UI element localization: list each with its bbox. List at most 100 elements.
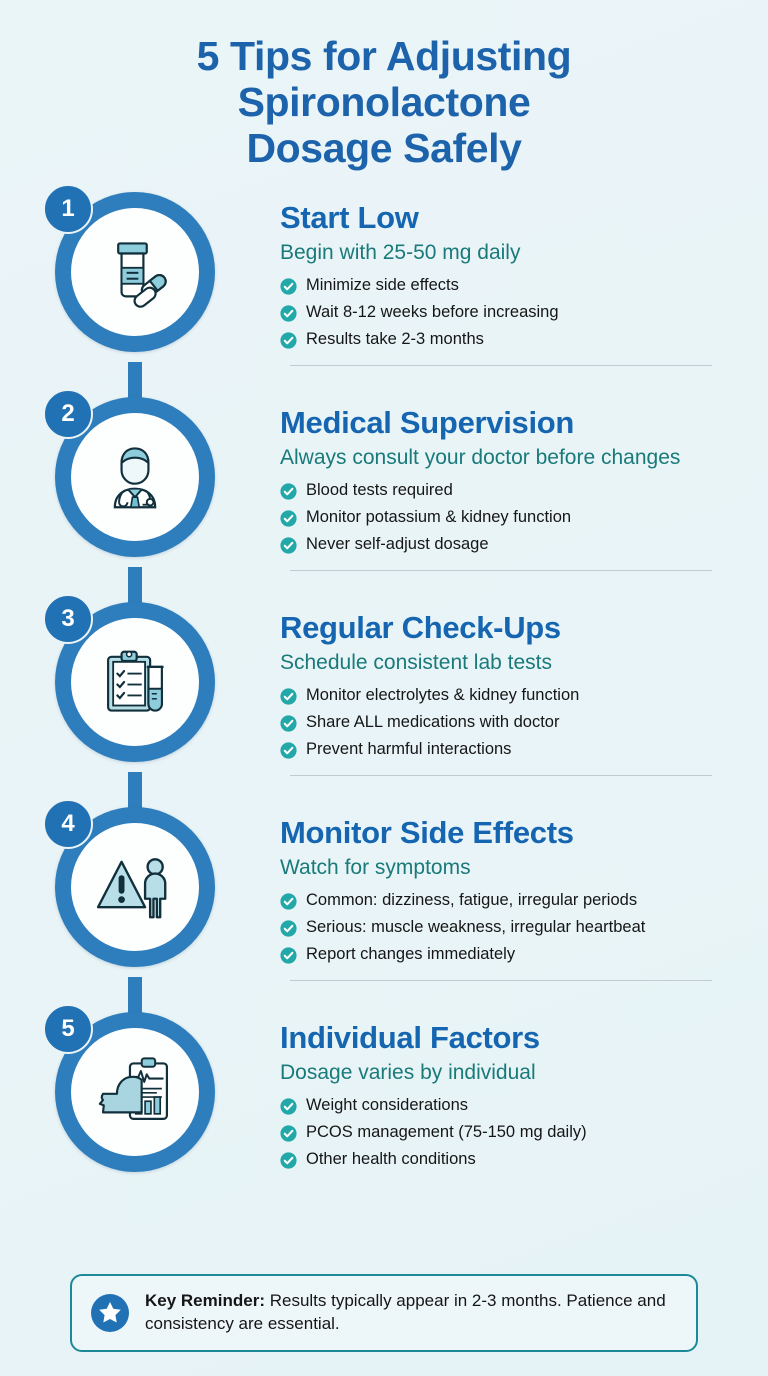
- step-subtitle: Always consult your doctor before change…: [280, 446, 681, 470]
- check-circle-icon: [280, 920, 297, 937]
- step-bullet-list: Monitor electrolytes & kidney function S…: [280, 684, 740, 762]
- step-rail: 4: [0, 798, 270, 1023]
- bullet-text: Weight considerations: [306, 1096, 469, 1115]
- list-item: Wait 8-12 weeks before increasing: [280, 301, 740, 325]
- bullet-text: Prevent harmful interactions: [306, 739, 512, 758]
- step-item: 3 Regular Check-Ups Schedule consistent …: [0, 593, 768, 818]
- step-icon-ring: 2: [43, 388, 215, 557]
- bullet-text: Blood tests required: [306, 481, 453, 500]
- steps-list: 1 Start Low Begin with 25-50 mg daily Mi…: [0, 183, 768, 1209]
- pill-bottle-icon: [71, 207, 199, 336]
- step-subtitle: Schedule consistent lab tests: [280, 651, 552, 675]
- check-circle-icon: [280, 947, 297, 964]
- bullet-text: Monitor electrolytes & kidney function: [306, 686, 580, 705]
- list-item: Serious: muscle weakness, irregular hear…: [280, 916, 740, 940]
- step-subtitle: Dosage varies by individual: [280, 1061, 536, 1085]
- list-item: Minimize side effects: [280, 274, 740, 298]
- bullet-text: Wait 8-12 weeks before increasing: [306, 302, 559, 321]
- check-circle-icon: [280, 715, 297, 732]
- step-icon-ring: 1: [43, 183, 215, 352]
- clipboard-testtube-icon: [71, 617, 199, 746]
- bullet-text: Results take 2-3 months: [306, 329, 484, 348]
- section-divider: [290, 364, 712, 366]
- bullet-text: Common: dizziness, fatigue, irregular pe…: [306, 891, 638, 910]
- section-divider: [290, 979, 712, 981]
- page-title: 5 Tips for Adjusting Spironolactone Dosa…: [0, 0, 768, 172]
- step-rail: 2: [0, 388, 270, 613]
- check-circle-icon: [280, 483, 297, 500]
- list-item: Monitor potassium & kidney function: [280, 506, 740, 530]
- step-number-badge: 2: [43, 388, 93, 439]
- arrow-connector-icon: [128, 976, 142, 1023]
- key-reminder-text: Key Reminder: Results typically appear i…: [145, 1290, 678, 1336]
- step-rail: 1: [0, 183, 270, 408]
- step-icon-ring: 5: [43, 1003, 215, 1172]
- step-number-badge: 3: [43, 593, 93, 644]
- step-bullet-list: Minimize side effects Wait 8-12 weeks be…: [280, 274, 740, 352]
- check-circle-icon: [280, 278, 297, 295]
- step-rail: 5: [0, 1003, 270, 1172]
- warning-person-icon: [71, 822, 199, 951]
- step-item: 1 Start Low Begin with 25-50 mg daily Mi…: [0, 183, 768, 408]
- step-icon-ring: 4: [43, 798, 215, 967]
- step-heading: Medical Supervision: [280, 404, 575, 440]
- check-circle-icon: [280, 332, 297, 349]
- bullet-text: Share ALL medications with doctor: [306, 712, 560, 731]
- key-reminder-banner: Key Reminder: Results typically appear i…: [70, 1274, 698, 1352]
- step-content: Regular Check-Ups Schedule consistent la…: [270, 594, 768, 776]
- section-divider: [290, 569, 712, 571]
- bullet-text: Other health conditions: [306, 1149, 476, 1168]
- doctor-icon: [71, 412, 199, 541]
- list-item: Prevent harmful interactions: [280, 738, 740, 762]
- bullet-text: PCOS management (75-150 mg daily): [306, 1122, 587, 1141]
- arrow-connector-icon: [128, 566, 142, 613]
- list-item: Weight considerations: [280, 1094, 740, 1118]
- star-icon: [90, 1293, 130, 1333]
- bullet-text: Monitor potassium & kidney function: [306, 507, 572, 526]
- check-circle-icon: [280, 537, 297, 554]
- step-rail: 3: [0, 593, 270, 818]
- step-number-badge: 5: [43, 1003, 93, 1054]
- step-number-badge: 4: [43, 798, 93, 849]
- step-item: 5 Individual Factors Dosage varies by in…: [0, 1003, 768, 1209]
- title-line-3: Dosage Safely: [246, 124, 522, 171]
- key-reminder-label: Key Reminder:: [145, 1291, 265, 1311]
- check-circle-icon: [280, 1152, 297, 1169]
- step-content: Medical Supervision Always consult your …: [270, 389, 768, 571]
- list-item: Common: dizziness, fatigue, irregular pe…: [280, 889, 740, 913]
- check-circle-icon: [280, 742, 297, 759]
- check-circle-icon: [280, 1125, 297, 1142]
- check-circle-icon: [280, 893, 297, 910]
- list-item: Never self-adjust dosage: [280, 533, 740, 557]
- step-number-badge: 1: [43, 183, 93, 234]
- bullet-text: Minimize side effects: [306, 276, 459, 295]
- section-divider: [290, 774, 712, 776]
- list-item: Report changes immediately: [280, 943, 740, 967]
- key-reminder-body: Results typically appear in 2-3 months. …: [145, 1291, 666, 1334]
- check-circle-icon: [280, 1098, 297, 1115]
- step-heading: Individual Factors: [280, 1019, 540, 1055]
- step-bullet-list: Common: dizziness, fatigue, irregular pe…: [280, 889, 740, 967]
- step-item: 4 Monitor Side Effects Watch for symptom…: [0, 798, 768, 1023]
- step-heading: Regular Check-Ups: [280, 609, 561, 645]
- arrow-connector-icon: [128, 771, 142, 818]
- list-item: Monitor electrolytes & kidney function: [280, 684, 740, 708]
- step-content: Monitor Side Effects Watch for symptoms …: [270, 799, 768, 981]
- title-line-2: Spironolactone: [237, 78, 531, 125]
- check-circle-icon: [280, 305, 297, 322]
- step-bullet-list: Weight considerations PCOS management (7…: [280, 1094, 740, 1172]
- step-heading: Start Low: [280, 199, 419, 235]
- step-subtitle: Begin with 25-50 mg daily: [280, 241, 521, 265]
- step-bullet-list: Blood tests required Monitor potassium &…: [280, 479, 740, 557]
- step-item: 2 Medical Supervision Always consult you…: [0, 388, 768, 613]
- bullet-text: Serious: muscle weakness, irregular hear…: [306, 917, 646, 936]
- bullet-text: Report changes immediately: [306, 944, 516, 963]
- list-item: Blood tests required: [280, 479, 740, 503]
- bullet-text: Never self-adjust dosage: [306, 534, 489, 553]
- step-heading: Monitor Side Effects: [280, 814, 574, 850]
- step-content: Start Low Begin with 25-50 mg daily Mini…: [270, 184, 768, 366]
- list-item: Share ALL medications with doctor: [280, 711, 740, 735]
- check-circle-icon: [280, 688, 297, 705]
- check-circle-icon: [280, 510, 297, 527]
- title-line-1: 5 Tips for Adjusting: [196, 33, 572, 79]
